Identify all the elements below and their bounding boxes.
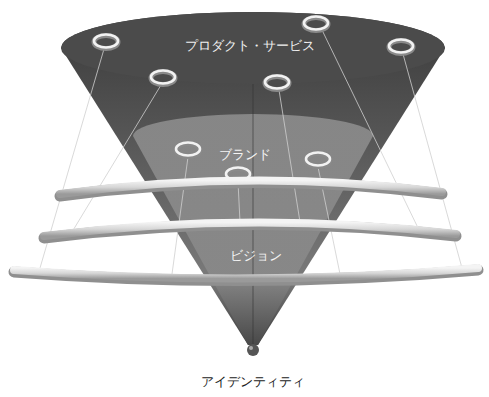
layer-label: プロダクト・サービス <box>185 38 315 54</box>
caption-label: アイデンティティ <box>201 374 305 390</box>
cone-tip-highlight <box>249 346 253 350</box>
cone-body <box>61 12 445 345</box>
center-line <box>253 84 254 345</box>
bands <box>14 180 478 280</box>
layer-label: ブランド <box>219 147 271 163</box>
ring-icons <box>94 17 413 182</box>
layer-label: ビジョン <box>230 248 282 264</box>
cone-top <box>61 12 445 84</box>
cone-tip <box>247 344 259 356</box>
leader-lines <box>40 30 462 274</box>
